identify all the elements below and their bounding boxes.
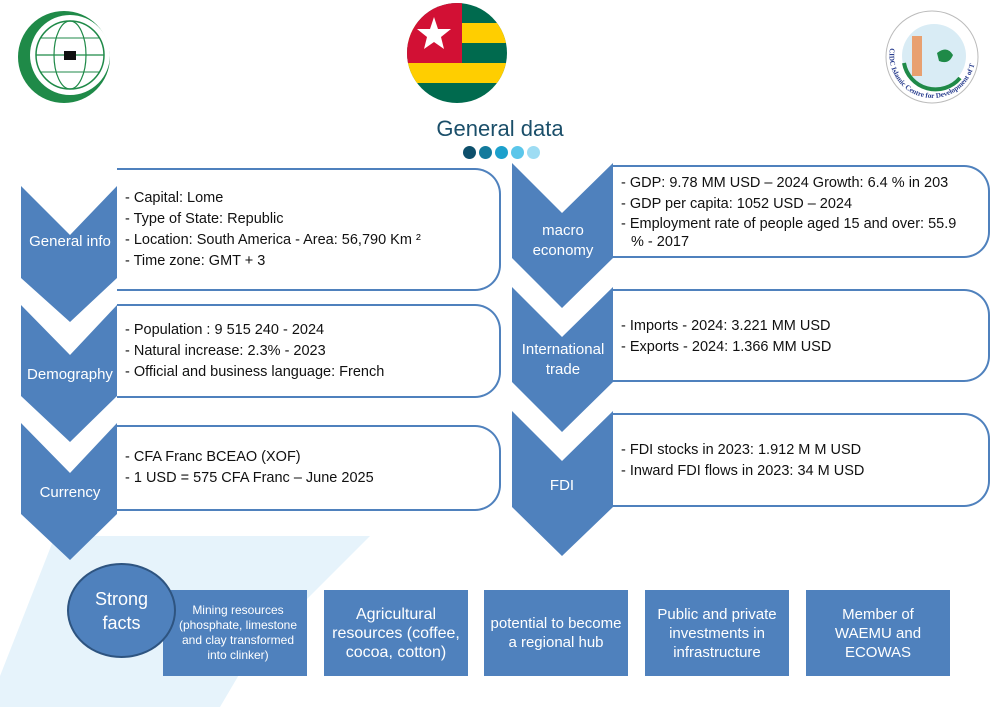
text-line: - Inward FDI flows in 2023: 34 M USD [621, 463, 865, 479]
fdi-box: - FDI stocks in 2023: 1.912 M M USD - In… [613, 413, 990, 507]
chevron-currency [21, 423, 117, 560]
fact-member: Member of WAEMU and ECOWAS [806, 590, 950, 676]
dot [527, 146, 540, 159]
text-line: - Imports - 2024: 3.221 MM USD [621, 318, 831, 334]
fact-regional-hub: potential to become a regional hub [484, 590, 628, 676]
label-demography: Demography [27, 366, 113, 383]
chevron-international-trade [512, 287, 613, 432]
chevron-demography [21, 305, 117, 442]
dot [495, 146, 508, 159]
text-line: % - 2017 [631, 234, 690, 250]
text-line: - Employment rate of people aged 15 and … [621, 216, 957, 232]
macro-economy-box: - GDP: 9.78 MM USD – 2024 Growth: 6.4 % … [613, 165, 990, 258]
page-title: General data [436, 116, 564, 141]
text-line: - CFA Franc BCEAO (XOF) [125, 449, 301, 465]
chevron-macro-economy [512, 163, 613, 308]
text-line: - Type of State: Republic [125, 210, 284, 227]
text-line: - Exports - 2024: 1.366 MM USD [621, 339, 832, 355]
currency-box: - CFA Franc BCEAO (XOF) - 1 USD = 575 CF… [117, 425, 501, 511]
chevron-general-info [21, 186, 117, 322]
text-line: - GDP per capita: 1052 USD – 2024 [621, 196, 853, 212]
text-line: - Natural increase: 2.3% - 2023 [125, 342, 326, 359]
text-line: - Official and business language: French [125, 363, 385, 380]
label-fdi: FDI [549, 477, 575, 494]
text-line: - Capital: Lome [125, 189, 224, 206]
text-line: - GDP: 9.78 MM USD – 2024 Growth: 6.4 % … [621, 175, 949, 191]
text-line: - Population : 9 515 240 - 2024 [125, 321, 325, 338]
label-general-info: General info [29, 233, 111, 250]
general-info-box: - Capital: Lome - Type of State: Republi… [117, 168, 501, 291]
label-macro-economy: macro economy [532, 222, 594, 259]
text-line: - Time zone: GMT + 3 [125, 252, 266, 269]
label-currency: Currency [39, 484, 101, 501]
dot [463, 146, 476, 159]
chevron-fdi [512, 411, 613, 556]
dot [479, 146, 492, 159]
demography-box: - Population : 9 515 240 - 2024 - Natura… [117, 304, 501, 398]
togo-flag [407, 3, 507, 103]
strong-facts-circle: Strong facts [67, 563, 176, 658]
text-line: - Location: South America - Area: 56,790… [125, 231, 421, 248]
fact-investments: Public and private investments in infras… [645, 590, 789, 676]
title-dots [463, 146, 540, 159]
international-trade-box: - Imports - 2024: 3.221 MM USD - Exports… [613, 289, 990, 382]
label-international-trade: International trade [521, 341, 605, 378]
strong-facts-title: Strong facts [94, 588, 149, 633]
fact-mining: Mining resources (phosphate, limestone a… [163, 590, 307, 676]
cidc-logo: CIDC Islamic Centre for Development of T… [882, 8, 979, 104]
fact-agricultural: Agricultural resources (coffee, cocoa, c… [324, 590, 468, 676]
text-line: - FDI stocks in 2023: 1.912 M M USD [621, 442, 862, 458]
dot [511, 146, 524, 159]
oic-logo [18, 11, 110, 103]
text-line: - 1 USD = 575 CFA Franc – June 2025 [125, 470, 374, 486]
